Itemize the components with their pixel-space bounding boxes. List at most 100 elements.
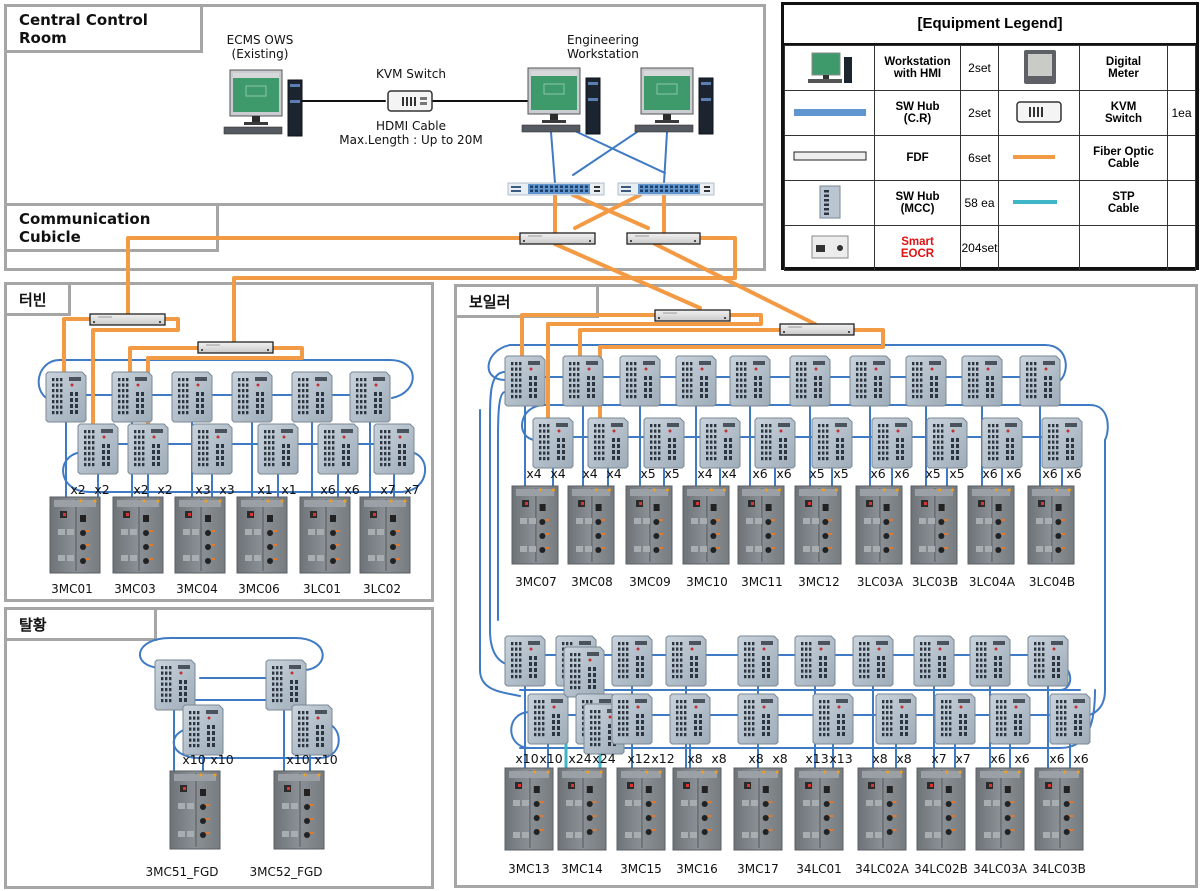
port-count-label: x8 — [711, 751, 726, 766]
mcc-switch-icon-stacked — [563, 646, 605, 698]
port-count-label: x3 — [219, 482, 234, 497]
mcc-name-label: 3MC03 — [114, 582, 156, 596]
legend-icon-cell — [784, 90, 875, 136]
mcc-cabinet-icon — [682, 485, 730, 565]
fiber-optic-cable — [520, 313, 657, 362]
legend-item-qty — [1167, 135, 1196, 181]
mcc-switch-icon — [171, 371, 213, 423]
legend-item-name: SW Hub(MCC) — [874, 180, 961, 226]
port-count-label: x1 — [257, 482, 272, 497]
port-count-label: x7 — [955, 751, 970, 766]
panel-title-desulfurization: 탈황 — [7, 610, 157, 641]
mcc-name-label: 3MC14 — [561, 862, 603, 876]
fdf-icon — [197, 341, 274, 354]
mcc-switch-icon — [265, 659, 307, 711]
mcc-switch-icon — [1027, 635, 1069, 687]
sw-hub-cr-icon — [617, 182, 715, 196]
port-count-label: x2 — [133, 482, 148, 497]
mcc-switch-icon — [587, 417, 629, 469]
legend-item-qty — [1167, 45, 1196, 91]
legend-icon-cell — [998, 90, 1080, 136]
legend-title: [Equipment Legend] — [784, 5, 1196, 45]
mcc-switch-icon — [291, 704, 333, 756]
mcc-switch-icon — [905, 355, 947, 407]
port-count-label: x2 — [70, 482, 85, 497]
sw-hub-mcc-icon — [819, 185, 840, 218]
mcc-cabinet-icon — [794, 767, 844, 851]
mcc-switch-icon — [811, 417, 853, 469]
mcc-cabinet-icon — [794, 485, 842, 565]
port-count-label: x6 — [1073, 751, 1088, 766]
mcc-name-label: 3LC03A — [857, 575, 904, 589]
port-count-label: x8 — [896, 751, 911, 766]
mcc-switch-icon — [619, 355, 661, 407]
fiber-optic-cable — [653, 242, 817, 326]
mcc-switch-icon — [611, 635, 653, 687]
mcc-name-label: 3MC04 — [176, 582, 218, 596]
mcc-switch-icon — [849, 355, 891, 407]
mcc-cabinet-icon — [967, 485, 1015, 565]
legend-item-qty: 6set — [960, 135, 999, 181]
ecms-ows-label: ECMS OWS — [227, 33, 294, 47]
panel-desulfurization: 탈황 — [4, 607, 434, 889]
mcc-name-label: 3MC08 — [571, 575, 613, 589]
mcc-name-label: 3MC51_FGD — [145, 865, 218, 879]
mcc-cabinet-icon — [975, 767, 1025, 851]
engineering-workstation-icon — [521, 67, 601, 135]
hdmi-cable-label: Max.Length : Up to 20M — [339, 133, 482, 147]
panel-title-central-control-room: Central Control Room — [7, 7, 203, 53]
port-count-label: x10 — [515, 751, 538, 766]
stp-cable — [576, 131, 666, 174]
mcc-switch-icon — [913, 635, 955, 687]
mcc-switch-icon — [961, 355, 1003, 407]
ecms-ows-label: (Existing) — [232, 47, 289, 61]
port-count-label: x5 — [640, 466, 655, 481]
mcc-name-label: 3LC04A — [969, 575, 1016, 589]
mcc-switch-icon — [675, 355, 717, 407]
mcc-name-label: 3MC12 — [798, 575, 840, 589]
port-count-label: x6 — [982, 466, 997, 481]
port-count-label: x6 — [752, 466, 767, 481]
legend-icon-cell — [784, 225, 875, 271]
mcc-cabinet-icon — [916, 767, 966, 851]
stp-cable — [521, 404, 1109, 719]
workstation-icon — [807, 52, 852, 83]
mcc-name-label: 3MC01 — [51, 582, 93, 596]
port-count-label: x5 — [925, 466, 940, 481]
mcc-name-label: 3MC10 — [686, 575, 728, 589]
legend-item-qty: 2set — [960, 90, 999, 136]
port-count-label: x6 — [1006, 466, 1021, 481]
mcc-switch-icon — [669, 693, 711, 745]
port-count-label: x2 — [157, 482, 172, 497]
mcc-switch-icon — [754, 417, 796, 469]
fdf-icon — [793, 151, 866, 160]
legend-icon-cell — [998, 225, 1080, 271]
mcc-cabinet-icon — [910, 485, 958, 565]
mcc-cabinet-icon — [672, 767, 722, 851]
port-count-label: x24 — [568, 751, 591, 766]
mcc-switch-icon — [127, 423, 169, 475]
mcc-switch-icon — [504, 355, 546, 407]
port-count-label: x4 — [697, 466, 712, 481]
mcc-switch-icon — [737, 635, 779, 687]
mcc-switch-icon — [45, 371, 87, 423]
mcc-switch-icon — [926, 417, 968, 469]
port-count-label: x5 — [949, 466, 964, 481]
port-count-label: x6 — [320, 482, 335, 497]
stp-cable — [550, 131, 556, 184]
mcc-switch-icon — [191, 423, 233, 475]
port-count-label: x10 — [539, 751, 562, 766]
mcc-cabinet-icon — [855, 485, 903, 565]
fiber-optic-cable-icon — [1013, 154, 1055, 159]
mcc-name-label: 3LC02 — [363, 582, 401, 596]
stp-cable — [479, 409, 521, 697]
mcc-switch-icon — [852, 635, 894, 687]
stp-cable — [572, 131, 638, 176]
mcc-switch-icon — [699, 417, 741, 469]
mcc-cabinet-icon — [1034, 767, 1084, 851]
